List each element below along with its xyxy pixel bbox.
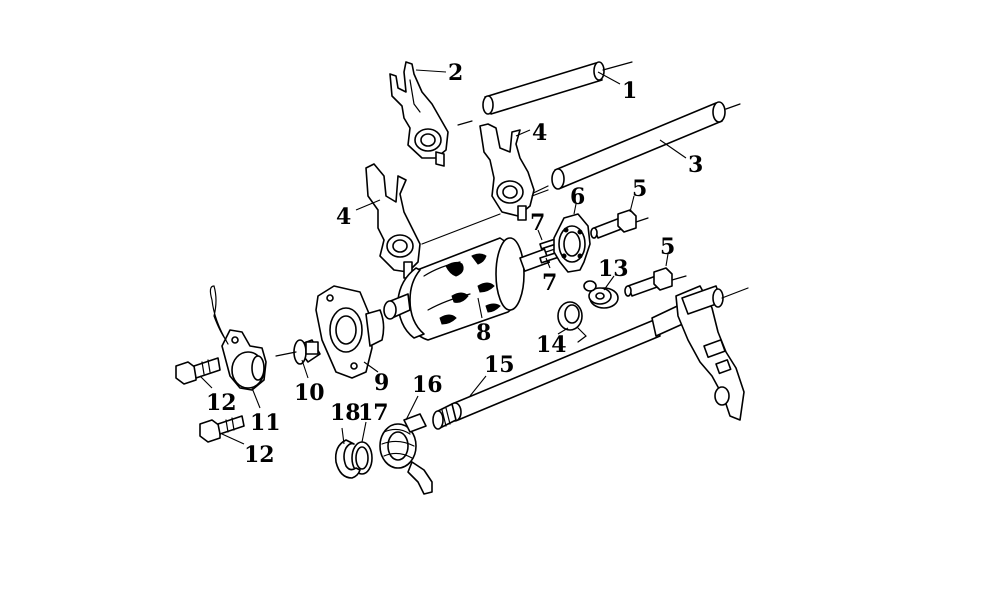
neutral-contact bbox=[275, 339, 321, 365]
callout-15: 15 bbox=[484, 352, 515, 378]
callout-6: 6 bbox=[570, 184, 585, 210]
bolt-upper bbox=[590, 209, 649, 239]
callout-1: 1 bbox=[622, 78, 637, 104]
circlip bbox=[334, 439, 361, 479]
gearshift-spindle bbox=[432, 285, 749, 430]
callout-7-upper: 7 bbox=[530, 210, 545, 236]
callout-16: 16 bbox=[412, 372, 443, 398]
return-spring bbox=[379, 413, 433, 495]
shift-fork-middle bbox=[479, 123, 549, 221]
drum-bearing-holder bbox=[315, 285, 385, 379]
callout-13: 13 bbox=[598, 256, 629, 282]
callout-11: 11 bbox=[250, 410, 281, 436]
callout-9: 9 bbox=[374, 370, 389, 396]
switch-bolt-lower bbox=[199, 415, 245, 443]
shift-fork-left bbox=[365, 163, 501, 279]
stopper-spring bbox=[557, 301, 587, 343]
callout-5-lower: 5 bbox=[660, 234, 675, 260]
switch-bolt-upper bbox=[175, 357, 221, 385]
callout-7-lower: 7 bbox=[542, 270, 557, 296]
callout-4-left: 4 bbox=[336, 204, 351, 230]
callout-2: 2 bbox=[448, 60, 463, 86]
shift-fork-upper bbox=[389, 61, 449, 167]
callout-18: 18 bbox=[330, 400, 361, 426]
stopper-roller bbox=[583, 280, 619, 309]
bolt-lower bbox=[624, 267, 687, 297]
callout-10: 10 bbox=[294, 380, 325, 406]
callout-5-upper: 5 bbox=[632, 176, 647, 202]
callout-12-upper: 12 bbox=[206, 390, 237, 416]
callout-labels: 1 2 3 4 4 5 5 6 7 7 8 9 10 11 12 12 13 1… bbox=[206, 60, 703, 468]
shift-fork-shaft-lower bbox=[524, 101, 741, 198]
callout-14: 14 bbox=[536, 332, 567, 358]
drum-star-plate bbox=[553, 213, 591, 273]
leader-lines bbox=[199, 69, 687, 445]
callout-17: 17 bbox=[358, 400, 389, 426]
callout-4-middle: 4 bbox=[532, 120, 547, 146]
callout-12-lower: 12 bbox=[244, 442, 275, 468]
shift-fork-shaft-upper bbox=[457, 61, 633, 126]
callout-3: 3 bbox=[688, 152, 703, 178]
neutral-switch bbox=[209, 285, 267, 391]
callout-8: 8 bbox=[476, 320, 491, 346]
shift-drum bbox=[383, 237, 565, 341]
